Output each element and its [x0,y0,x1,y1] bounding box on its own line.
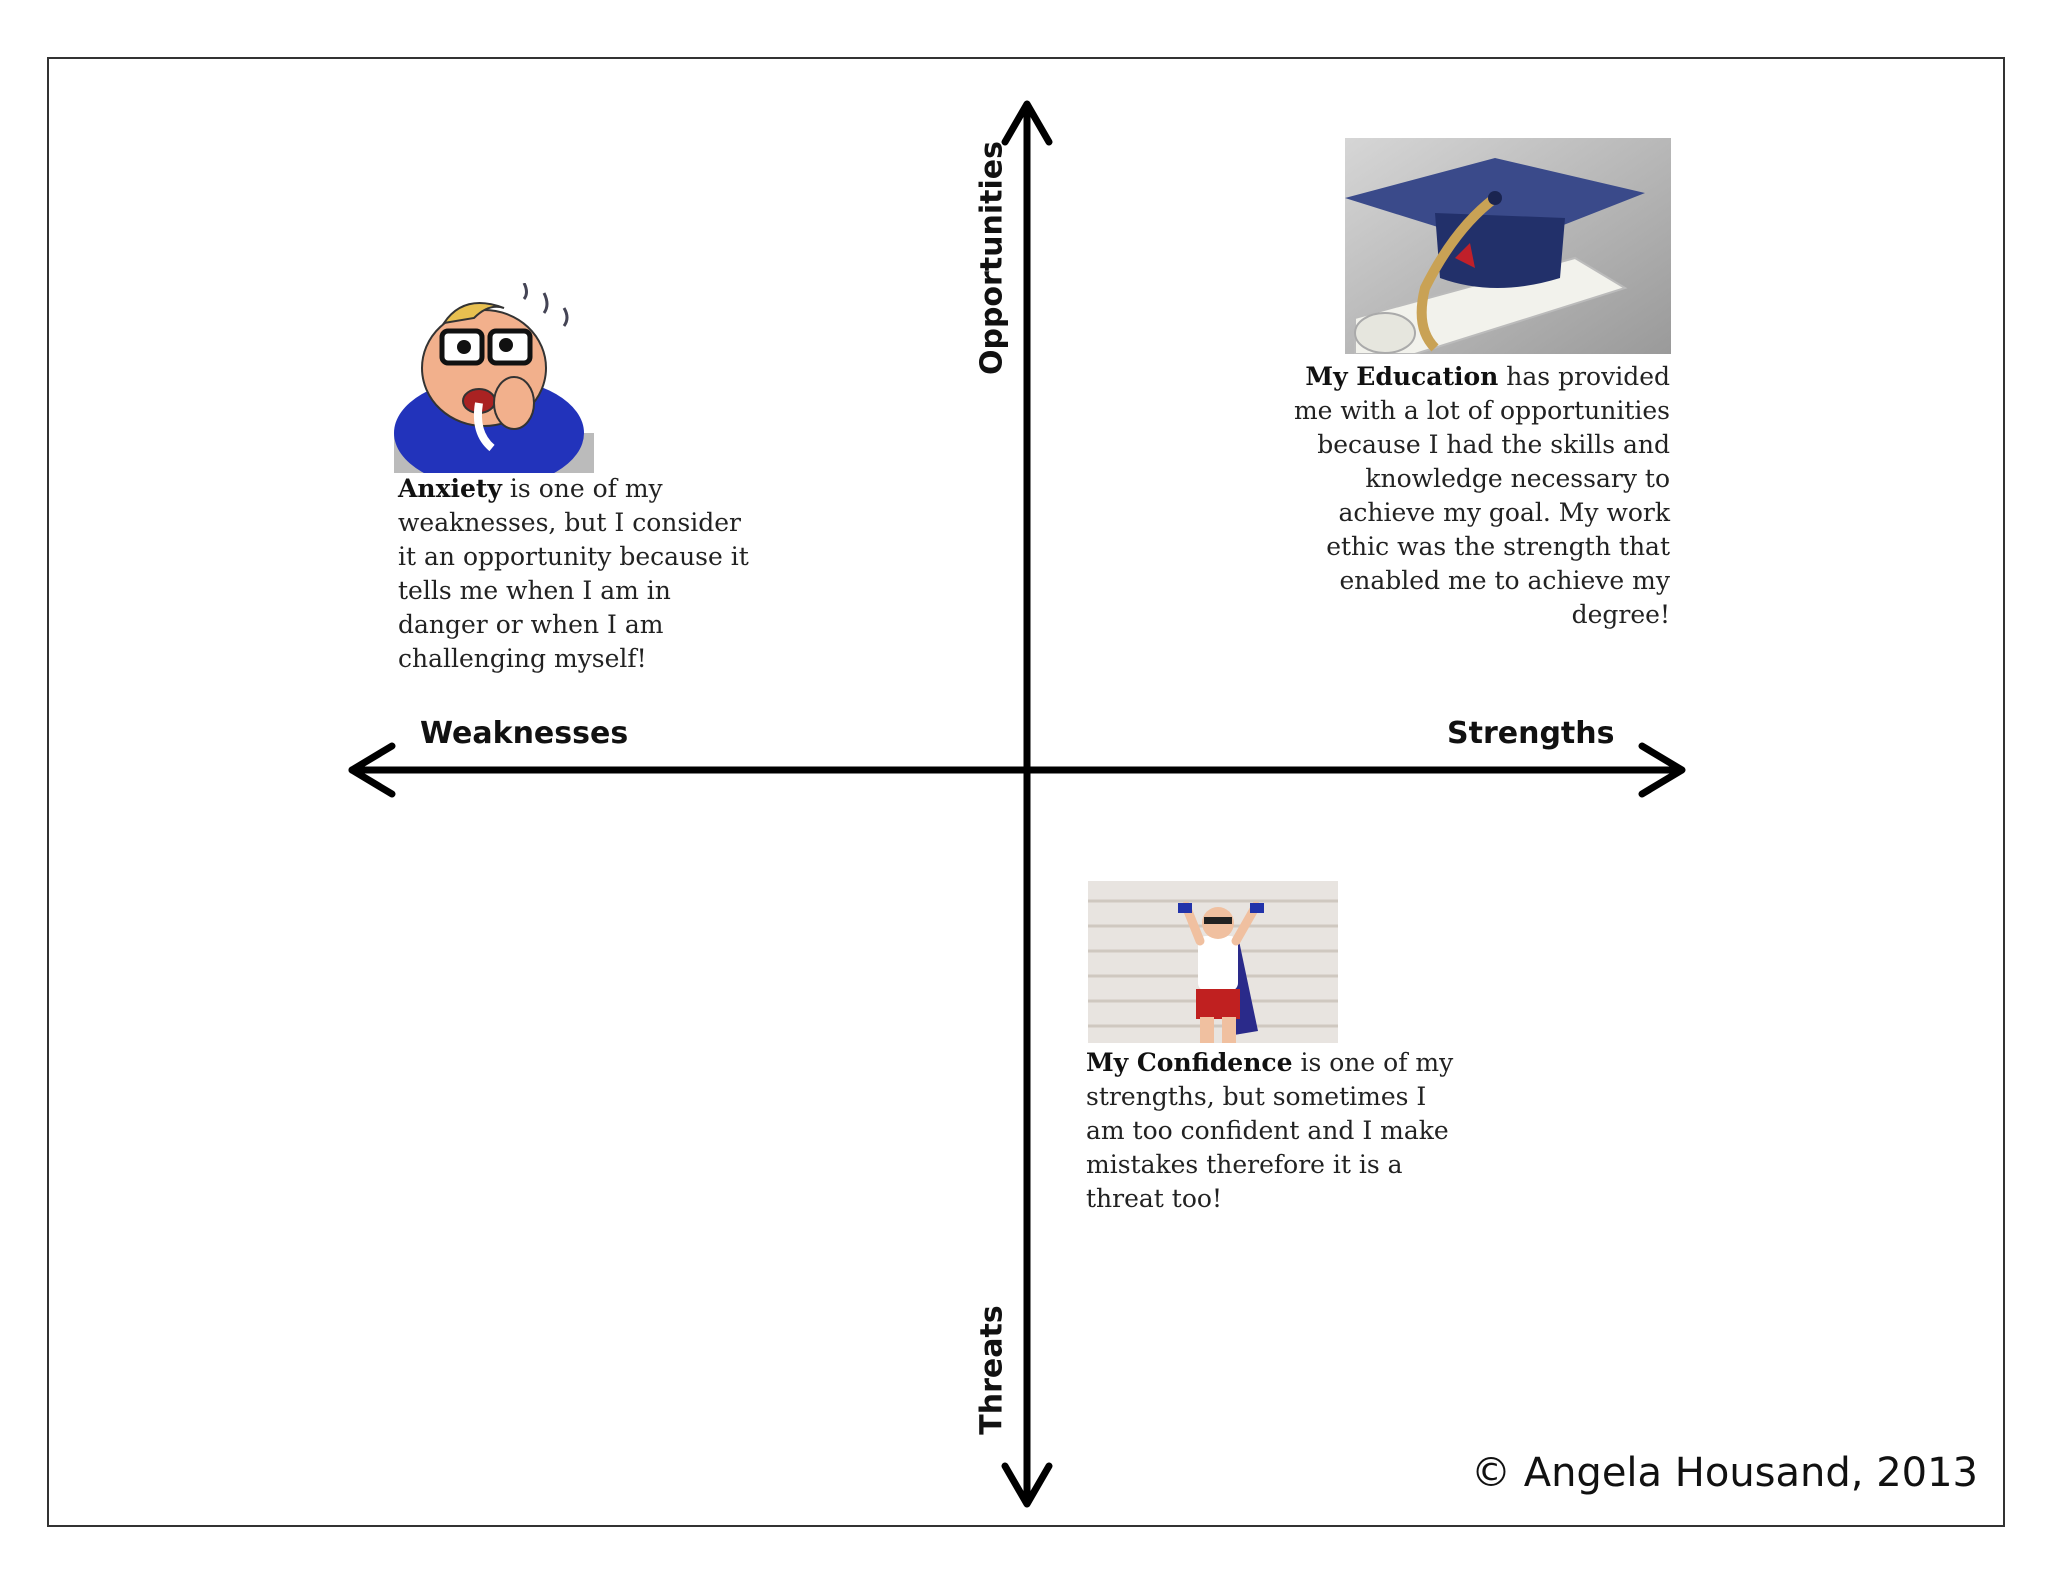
anxious-cartoon-man-icon [394,283,594,473]
education-note: My Education has provided me with a lot … [1270,360,1670,632]
arrow-left-icon [348,742,396,798]
education-note-title: My Education [1305,362,1499,391]
arrow-right-icon [1638,742,1686,798]
axis-label-opportunities: Opportunities [974,140,1010,376]
education-note-text: has provided me with a lot of opportunit… [1293,362,1670,629]
superhero-kid-icon [1088,881,1338,1043]
confidence-note-text: is one of my strengths, but sometimes I … [1086,1048,1454,1213]
anxiety-note-text: is one of my weaknesses, but I consider … [398,474,749,673]
axis-label-strengths: Strengths [1447,716,1615,751]
axis-label-threats: Threats [974,1305,1010,1435]
copyright-notice: © Angela Housand, 2013 [1471,1450,1978,1496]
confidence-note: My Confidence is one of my strengths, bu… [1086,1046,1466,1216]
anxiety-note-title: Anxiety [398,474,502,503]
arrow-down-icon [1001,1462,1053,1508]
confidence-note-title: My Confidence [1086,1048,1293,1077]
arrow-up-icon [1001,100,1053,146]
axis-label-weaknesses: Weaknesses [420,716,629,751]
anxiety-note: Anxiety is one of my weaknesses, but I c… [398,472,758,676]
graduation-cap-diploma-icon [1345,138,1671,354]
